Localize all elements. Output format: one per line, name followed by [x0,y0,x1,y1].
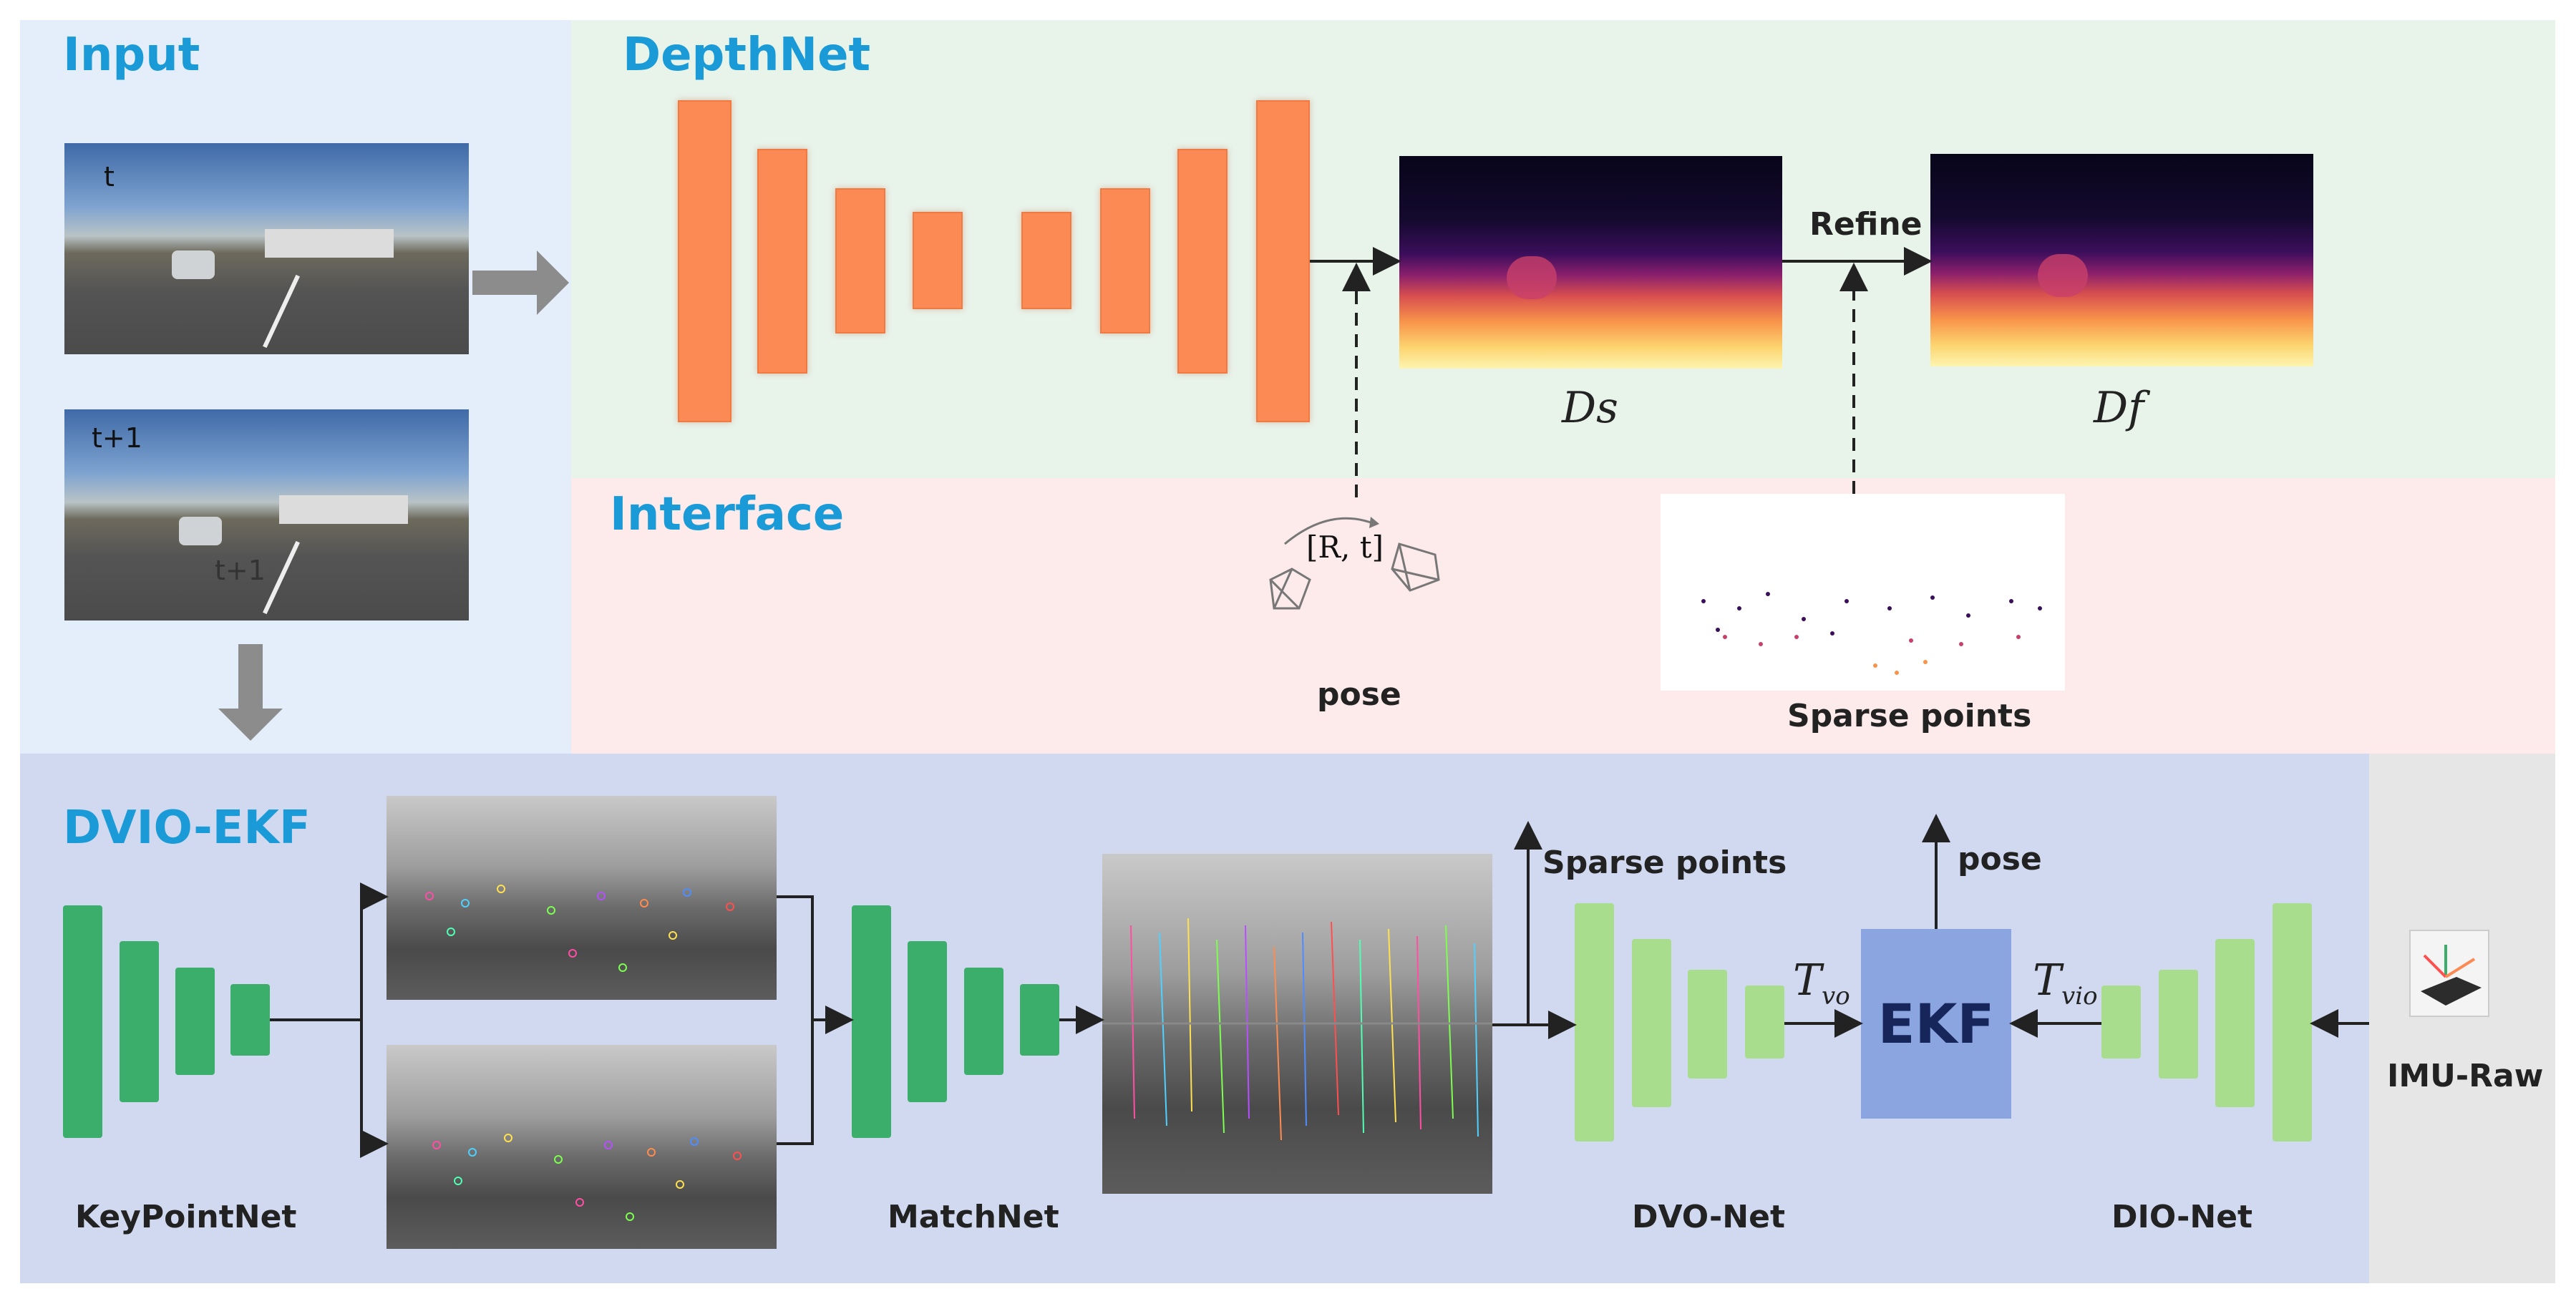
df-label: Df [2094,383,2144,433]
matchnet-block-2 [908,941,947,1102]
interface-title: Interface [610,488,845,541]
t-vo-sub: vo [1822,982,1850,1011]
ekf-block: EKF [1861,929,2011,1119]
input-title: Input [63,29,200,82]
dvio-pose-label: pose [1958,841,2042,877]
depthnet-title: DepthNet [623,29,871,82]
depthnet-encoder-block-1 [678,100,732,422]
dvio-sparse-points-label: Sparse points [1542,845,1787,881]
dvo-net-block-3 [1688,970,1727,1079]
input-frame-t [64,143,469,354]
t-vio-sub: vio [2061,982,2098,1011]
dio-net-block-4 [2273,903,2312,1142]
dvo-net-block-1 [1575,903,1614,1142]
depthnet-decoder-block-2 [1100,188,1150,334]
matchnet-block-3 [964,968,1003,1075]
arrow-down-icon [218,644,283,741]
dvio-ekf-title: DVIO-EKF [63,802,311,855]
refine-label: Refine [1809,206,1923,243]
pose-formula-label: [R, t] [1306,530,1384,565]
frame-t1-overlay-label: t+1 [215,555,266,586]
dvo-net-block-2 [1632,939,1671,1107]
matchnet-block-4 [1020,984,1059,1056]
depthnet-encoder-block-3 [835,188,885,334]
imu-panel [2369,754,2555,1283]
depth-map-ds [1399,156,1782,369]
arrow-right-icon [472,250,569,315]
match-image [1102,854,1492,1194]
keypointnet-block-2 [120,941,159,1102]
dio-net-label: DIO-Net [2111,1199,2253,1235]
input-panel [20,20,571,754]
interface-panel [571,478,2555,754]
matchnet-block-1 [852,905,891,1138]
keypointnet-block-1 [63,905,102,1138]
keypoint-image-t1 [387,1045,777,1249]
t-vo-main: T [1793,955,1822,1006]
input-frame-t1 [64,409,469,621]
keypointnet-block-4 [230,984,270,1056]
matchnet-label: MatchNet [888,1199,1059,1235]
depthnet-encoder-block-4 [913,212,963,309]
depthnet-decoder-block-3 [1177,149,1228,374]
ds-label: Ds [1562,383,1618,433]
dio-net-block-2 [2159,970,2198,1079]
dio-net-block-1 [2101,986,2141,1059]
t-vo-label: Tvo [1793,955,1850,1011]
depth-map-df [1930,154,2313,366]
ekf-label: EKF [1877,992,1995,1056]
camera-pose-icon [1269,517,1440,610]
depthnet-decoder-block-4 [1256,100,1310,422]
dvo-net-block-4 [1745,986,1784,1059]
t-vio-label: Tvio [2033,955,2098,1011]
frame-t-label: t [104,161,115,193]
keypointnet-label: KeyPointNet [75,1199,297,1235]
sparse-points-image [1661,494,2065,691]
depthnet-encoder-block-2 [757,149,807,374]
imu-sensor-icon [2409,930,2489,1017]
dvo-net-label: DVO-Net [1632,1199,1785,1235]
keypointnet-block-3 [175,968,215,1075]
interface-sparse-points-label: Sparse points [1787,698,2032,734]
t-vio-main: T [2033,955,2062,1006]
interface-pose-label: pose [1317,676,1401,713]
dio-net-block-3 [2215,939,2255,1107]
keypoint-image-t [387,796,777,1000]
depthnet-decoder-block-1 [1021,212,1071,309]
frame-t1-label: t+1 [92,422,142,454]
imu-raw-label: IMU-Raw [2387,1058,2544,1094]
